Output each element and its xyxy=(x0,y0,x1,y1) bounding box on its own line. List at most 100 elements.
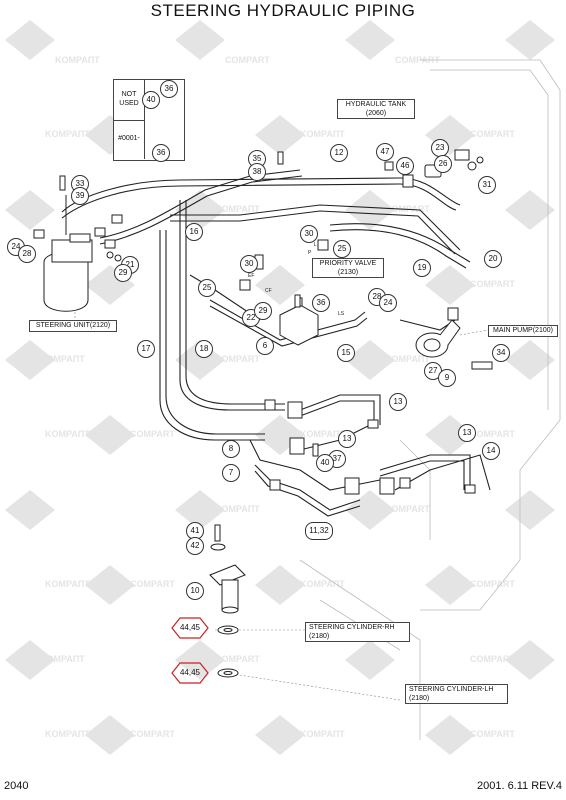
pipe-13-a xyxy=(299,394,381,425)
page-number: 2040 xyxy=(4,780,29,792)
watermark-text: KOMPAПT xyxy=(45,129,90,139)
callout-40: 40 xyxy=(316,454,334,472)
steering-unit-box: STEERING UNIT(2120) xyxy=(29,320,117,332)
watermark-text: COMPART xyxy=(470,579,515,589)
pipe-14 xyxy=(394,454,491,491)
not-used-label-2: USED xyxy=(119,100,139,107)
watermark-text: KOMPAПT xyxy=(45,579,90,589)
callout-36: 36 xyxy=(160,80,178,98)
callout-36: 36 xyxy=(312,294,330,312)
watermark-text: KOMPAПT xyxy=(300,129,345,139)
callout-38: 38 xyxy=(248,163,266,181)
watermark-text: COMPART xyxy=(395,55,440,65)
pipe-7 xyxy=(254,464,361,511)
callout-19: 19 xyxy=(413,259,431,277)
pipe-upper-long-2 xyxy=(170,210,456,255)
pipe-7-b xyxy=(254,470,361,517)
watermark: KOMPAПT COMPART COMPART KOMPAПT KOMPAПT … xyxy=(5,20,555,755)
callout-46: 46 xyxy=(396,157,414,175)
callout-30: 30 xyxy=(240,255,258,273)
callout-18: 18 xyxy=(195,340,213,358)
manifold-blocks xyxy=(264,399,476,495)
callout-14: 14 xyxy=(482,442,500,460)
steering-cylinder-lh-box: STEERING CYLINDER-LH (2180) xyxy=(405,684,508,704)
pipe-13-c-b xyxy=(379,460,465,490)
watermark-text: COMPART xyxy=(130,729,175,739)
port-label-ls: LS xyxy=(338,311,345,317)
watermark-text: KOMPAПT xyxy=(55,55,100,65)
callout-20: 20 xyxy=(484,250,502,268)
steering-cylinder-rh-label: STEERING CYLINDER-RH xyxy=(309,624,395,631)
pipe-16-b xyxy=(185,200,285,405)
washers xyxy=(210,524,239,678)
hydraulic-tank-box: HYDRAULIC TANK (2060) xyxy=(337,99,415,119)
pipe-16 xyxy=(179,200,285,411)
watermark-row-1: KOMPAПT COMPART COMPART xyxy=(5,20,555,65)
hydraulic-tank-ref: (2060) xyxy=(365,110,387,117)
steering-cylinder-rh-box: STEERING CYLINDER-RH (2180) xyxy=(305,622,410,642)
callout-36: 36 xyxy=(152,144,170,162)
callout-11-32: 11,32 xyxy=(305,522,333,540)
watermark-row-6: KOMPAПT COMPART KOMPAПT COMPART xyxy=(45,415,515,455)
hose-to-priority-b xyxy=(99,175,303,245)
watermark-text: KOMPAПT xyxy=(45,429,90,439)
watermark-text: KOMPAПT xyxy=(385,354,430,364)
watermark-text: COMPART xyxy=(130,579,175,589)
watermark-text: COMPART xyxy=(470,429,515,439)
callout-13: 13 xyxy=(338,430,356,448)
watermark-text: COMPART xyxy=(470,279,515,289)
pipe-13-a-b xyxy=(299,400,375,425)
port-label-cf: CF xyxy=(265,288,272,294)
callout-10: 10 xyxy=(186,582,204,600)
steering-cylinder-rh-ref: (2180) xyxy=(309,633,330,640)
watermark-text: KOMPAПT xyxy=(45,729,90,739)
callout-42: 42 xyxy=(186,537,204,555)
steering-cylinder-lh-label: STEERING CYLINDER-LH xyxy=(409,686,494,693)
watermark-text: KOMPAПT xyxy=(40,654,85,664)
watermark-text: KOMPAПT xyxy=(215,504,260,514)
callout-26: 26 xyxy=(434,155,452,173)
watermark-text: COMPART xyxy=(470,129,515,139)
steering-unit-label: STEERING UNIT(2120) xyxy=(35,322,111,329)
watermark-text: COMPART xyxy=(470,654,515,664)
priority-valve-box: PRIORITY VALVE (2130) xyxy=(312,258,384,278)
watermark-text: COMPART xyxy=(130,429,175,439)
callout-44-45: 44,45 xyxy=(179,623,201,632)
steering-unit xyxy=(43,195,93,312)
fittings-steering-unit xyxy=(33,214,123,262)
callout-24: 24 xyxy=(379,294,397,312)
callout-15: 15 xyxy=(337,344,355,362)
watermark-text: COMPART xyxy=(215,354,260,364)
callout-13: 13 xyxy=(389,393,407,411)
port-label-p: P xyxy=(308,250,312,256)
callout-34: 34 xyxy=(492,344,510,362)
port-label-ef: EF xyxy=(248,273,254,279)
priority-valve-label: PRIORITY VALVE xyxy=(319,260,377,267)
callout-28: 28 xyxy=(18,245,36,263)
watermark-text: KOMPAПT xyxy=(300,579,345,589)
watermark-text: COMPART xyxy=(470,729,515,739)
callout-6: 6 xyxy=(256,337,274,355)
watermark-row-8: KOMPAПT COMPART KOMPAПT COMPART xyxy=(45,565,515,605)
watermark-text: KOMPAПT xyxy=(300,429,345,439)
hose-19-20-b xyxy=(329,229,467,269)
callout-25: 25 xyxy=(198,279,216,297)
hose-to-priority xyxy=(99,169,301,239)
pipe-17-b xyxy=(165,230,265,435)
port-label-l: L xyxy=(314,242,317,248)
not-used-label-1: NOT xyxy=(121,91,137,98)
callout-7: 7 xyxy=(222,464,240,482)
steering-cylinder-lh-ref: (2180) xyxy=(409,695,430,702)
pipe-upper-long-1 xyxy=(170,204,461,251)
callout-13: 13 xyxy=(458,424,476,442)
revision-date: 2001. 6.11 REV.4 xyxy=(476,780,562,792)
watermark-text: KOMPAПT xyxy=(40,354,85,364)
main-pump xyxy=(415,307,493,370)
callout-29: 29 xyxy=(114,264,132,282)
pipe-17 xyxy=(159,230,265,441)
elbow-fitting-10 xyxy=(209,564,246,614)
watermark-text: COMPART xyxy=(225,55,270,65)
hydraulic-tank-label: HYDRAULIC TANK xyxy=(345,101,407,108)
